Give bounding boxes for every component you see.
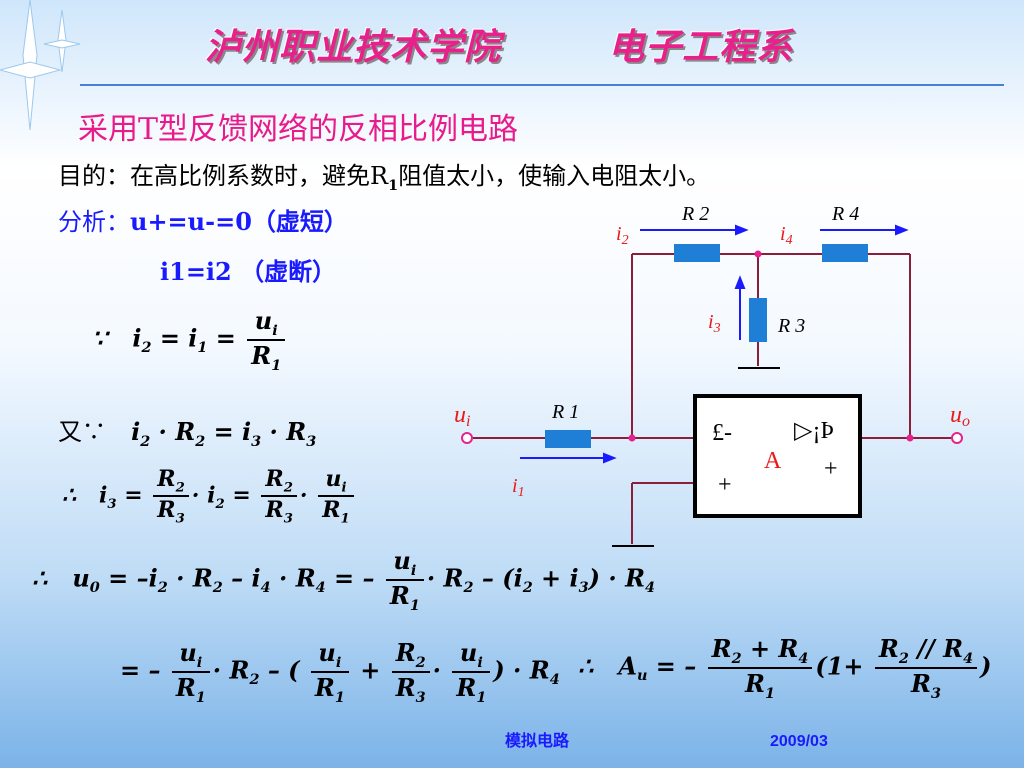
svg-text:£-: £- bbox=[712, 420, 732, 446]
svg-text:R 2: R 2 bbox=[681, 203, 709, 225]
svg-text:R 4: R 4 bbox=[831, 203, 859, 225]
node-inverting bbox=[628, 434, 636, 442]
svg-text:uo: uo bbox=[950, 402, 970, 430]
t-network-circuit-diagram: R 2 R 4 R 3 R 1 i2 i4 i3 i1 ui uo £- + +… bbox=[454, 203, 970, 547]
resistor-r1 bbox=[545, 430, 591, 448]
course-name: 模拟电路 bbox=[505, 733, 570, 750]
sparkle-star-icon bbox=[0, 0, 81, 130]
slide-title: 采用T型反馈网络的反相比例电路 bbox=[78, 112, 519, 147]
resistor-r2 bbox=[674, 244, 720, 262]
svg-text:+: + bbox=[718, 472, 732, 498]
output-terminal bbox=[951, 432, 963, 444]
footer-date: 2009/03 bbox=[770, 733, 828, 750]
purpose-text: 目的：在高比例系数时，避免R1阻值太小，使输入电阻太小。 bbox=[58, 162, 711, 194]
svg-text:i4: i4 bbox=[780, 223, 793, 248]
header-divider bbox=[80, 84, 1004, 86]
virtual-short: u+=u-=0（虚短） bbox=[130, 207, 348, 236]
analysis-label: 分析： bbox=[58, 208, 130, 236]
svg-text:R 1: R 1 bbox=[551, 401, 579, 423]
virtual-open: i1=i2 （虚断） bbox=[160, 257, 337, 286]
node-output bbox=[906, 434, 914, 442]
node-t-junction bbox=[754, 250, 762, 258]
op-amp-box bbox=[693, 394, 862, 518]
svg-text:i1: i1 bbox=[512, 475, 525, 500]
svg-text:ui: ui bbox=[454, 402, 470, 430]
svg-text:+: + bbox=[824, 456, 838, 482]
input-terminal bbox=[461, 432, 473, 444]
resistor-r4 bbox=[822, 244, 868, 262]
analysis-line-1: 分析：u+=u-=0（虚短） bbox=[58, 202, 348, 237]
department-name: 电子工程系 bbox=[608, 26, 794, 68]
svg-text:▷¡Þ: ▷¡Þ bbox=[794, 418, 834, 444]
svg-text:R 3: R 3 bbox=[777, 315, 805, 337]
college-name: 泸州职业技术学院 bbox=[205, 26, 502, 68]
svg-text:i2: i2 bbox=[616, 223, 629, 248]
svg-text:A: A bbox=[764, 448, 782, 474]
svg-text:i3: i3 bbox=[708, 311, 721, 336]
equation-2: 又∵ i2 · R2 = i3 · R3 bbox=[58, 417, 317, 450]
slide-header: 泸州职业技术学院 电子工程系 bbox=[205, 18, 793, 70]
resistor-r3 bbox=[749, 298, 767, 342]
